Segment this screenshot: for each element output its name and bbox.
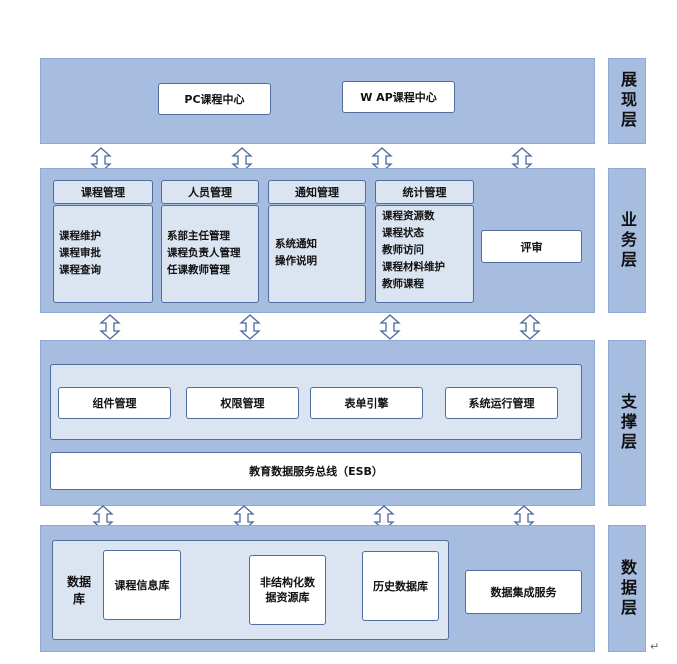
list-item: 课程材料维护	[382, 261, 445, 273]
wap-course-center-box: W AP课程中心	[342, 81, 455, 113]
arrow-icon	[239, 314, 261, 340]
list-item: 课程负责人管理	[167, 247, 241, 259]
review-box: 评审	[481, 230, 582, 263]
list-item: 课程资源数	[382, 210, 435, 222]
presentation-layer-text: 展现层	[618, 71, 637, 131]
database-label: 数据库	[66, 575, 91, 606]
list-item: 系统通知	[275, 238, 317, 250]
unstructured-db-box: 非结构化数据资源库	[249, 555, 326, 625]
paragraph-mark: ↵	[650, 640, 660, 653]
stats-mgmt-header: 统计管理	[375, 180, 474, 204]
permission-mgmt-box: 权限管理	[186, 387, 299, 419]
list-item: 任课教师管理	[167, 264, 230, 276]
course-mgmt-panel	[53, 205, 153, 303]
presentation-layer-label: 展现层	[608, 58, 646, 144]
pc-course-center-box: PC课程中心	[158, 83, 271, 115]
presentation-layer	[40, 58, 595, 144]
list-item: 课程维护	[59, 230, 101, 242]
notice-mgmt-header: 通知管理	[268, 180, 366, 204]
component-mgmt-box: 组件管理	[58, 387, 171, 419]
notice-mgmt-list: 系统通知 操作说明	[275, 236, 317, 270]
data-layer-text: 数据层	[618, 558, 637, 619]
staff-mgmt-list: 系部主任管理 课程负责人管理 任课教师管理	[167, 228, 241, 279]
form-engine-box: 表单引擎	[310, 387, 423, 419]
course-info-db-box: 课程信息库	[103, 550, 181, 620]
arrow-icon	[99, 314, 121, 340]
course-mgmt-header: 课程管理	[53, 180, 153, 204]
support-layer-label: 支撑层	[608, 340, 646, 506]
course-mgmt-list: 课程维护 课程审批 课程查询	[59, 228, 101, 279]
business-layer-text: 业务层	[618, 210, 637, 271]
list-item: 教师访问	[382, 244, 424, 256]
stats-mgmt-panel	[375, 205, 474, 303]
arrow-icon	[519, 314, 541, 340]
history-db-box: 历史数据库	[362, 551, 439, 621]
stats-mgmt-list: 课程资源数 课程状态 教师访问 课程材料维护 教师课程	[382, 208, 445, 293]
list-item: 操作说明	[275, 255, 317, 267]
list-item: 系部主任管理	[167, 230, 230, 242]
arrow-icon	[379, 314, 401, 340]
list-item: 课程状态	[382, 227, 424, 239]
staff-mgmt-header: 人员管理	[161, 180, 259, 204]
ops-mgmt-box: 系统运行管理	[445, 387, 558, 419]
list-item: 课程查询	[59, 264, 101, 276]
support-layer-text: 支撑层	[618, 393, 637, 453]
data-integration-service-box: 数据集成服务	[465, 570, 582, 614]
esb-bar: 教育数据服务总线（ESB）	[50, 452, 582, 490]
notice-mgmt-panel	[268, 205, 366, 303]
staff-mgmt-panel	[161, 205, 259, 303]
list-item: 教师课程	[382, 278, 424, 290]
business-layer-label: 业务层	[608, 168, 646, 313]
data-layer-label: 数据层	[608, 525, 646, 652]
list-item: 课程审批	[59, 247, 101, 259]
